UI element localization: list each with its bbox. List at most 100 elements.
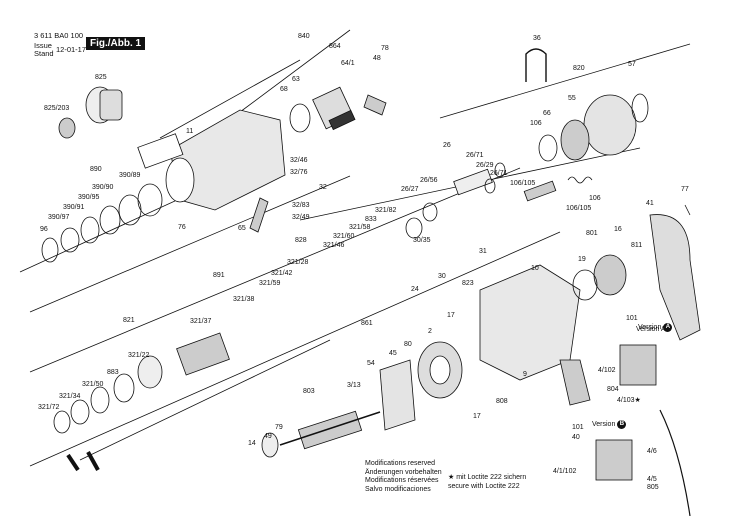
part-label: 54 [367,360,375,367]
part-label: 390/91 [63,204,85,211]
part-label: 321/46 [323,242,345,249]
part-label: 321/37 [190,318,212,325]
part-label: 32 [319,184,327,191]
part-label: 825/203 [44,105,70,112]
part-label: 390/90 [92,184,114,191]
part-label: 2 [428,328,432,335]
part-label: 32/76 [290,169,308,176]
part-label: 321/72 [38,404,60,411]
part-label: 390/97 [48,214,70,221]
part-label: 26/27 [401,186,419,193]
part-label: 833 [365,216,377,223]
part-label: 101 [572,424,584,431]
part-label: 321/22 [128,352,150,359]
part-label: 63 [292,76,300,83]
part-label: 828 [295,237,307,244]
part-label: 32/46 [290,157,308,164]
part-label: 321/82 [375,207,397,214]
part-label: 30/35 [413,237,431,244]
part-label: 36 [533,35,541,42]
part-label: 31 [479,248,487,255]
part-label: 9 [523,371,527,378]
part-label: 26/56 [420,177,438,184]
part-label: 825 [95,74,107,81]
part-label: 76 [178,224,186,231]
figure-label: Fig./Abb. 1 [86,37,146,50]
version-a-marker: Version A [638,323,673,332]
part-label: 78 [381,45,389,52]
part-label: 26 [443,142,451,149]
part-label: 106/105 [510,180,536,187]
part-label: 805 [647,484,659,491]
part-label: 891 [213,272,225,279]
spring-clip-36 [525,48,547,82]
part-label: 32/83 [292,202,310,209]
part-label: 48 [373,55,381,62]
part-label: 321/60 [333,233,355,240]
part-label: 106/105 [566,205,592,212]
part-label: 55 [568,95,576,102]
stand-label: Stand [34,49,54,58]
part-label: 106 [589,195,601,202]
loctite-note: ★ mit Loctite 222 sichern secure with Lo… [448,474,526,491]
part-label: 45 [389,350,397,357]
spring-106 [567,176,593,184]
part-label: 4/1/102 [553,468,577,475]
handle-41 [649,204,701,341]
armature-803 [261,410,381,458]
part-label: 101 [626,315,638,322]
part-label: 26/29 [476,162,494,169]
part-label: 801 [586,230,598,237]
part-label: 17 [447,312,455,319]
issue-label: Issue [34,41,52,50]
part-label: 4/103★ [617,397,641,404]
ring-set-890 [41,183,163,263]
part-label: 321/50 [82,381,104,388]
part-label: 321/34 [59,393,81,400]
part-label: 808 [496,398,508,405]
part-label: 321/59 [259,280,281,287]
part-label: 80 [404,341,412,348]
version-a-label: Version [638,324,662,331]
part-label: 66 [543,110,551,117]
part-label: 57 [628,61,636,68]
part-label: 19 [578,256,586,263]
motor-housing-10 [479,264,591,406]
version-b-badge: B [617,420,627,429]
gear-housing-11 [137,109,286,211]
part-label: 840 [298,33,310,40]
part-label: 4/102 [598,367,616,374]
part-label: 861 [361,320,373,327]
part-label: 803 [303,388,315,395]
note-line: ★ mit Loctite 222 sichern [448,474,527,481]
fan-baffle-54 [379,359,416,431]
modifications-note: Modifications reserved Änderungen vorbeh… [365,460,442,494]
gear-821 [53,332,230,434]
version-b-label: Version [592,421,616,428]
gear-assembly-820 [538,93,649,162]
part-label: 26/71 [466,152,484,159]
power-cord-805 [659,409,691,516]
note-line: secure with Loctite 222 [448,482,520,490]
part-label: 804 [607,386,619,393]
part-label: 64/1 [341,60,355,67]
doc-number: 3 611 BA0 100 [34,31,84,40]
switch-version-a [619,344,657,386]
part-label: 3/13 [347,382,361,389]
part-label: 65 [238,225,246,232]
part-label: 4/5 [647,476,657,483]
part-label: 17 [473,413,481,420]
part-label: 821 [123,317,135,324]
field-winding-2 [417,341,463,399]
part-label: 68 [280,86,288,93]
spindle-parts-840 [289,86,387,133]
part-label: 321/38 [233,296,255,303]
part-label: 49 [264,433,272,440]
note-line: Modifications réservées [365,477,439,484]
part-label: 883 [107,369,119,376]
part-label: 16 [614,226,622,233]
part-label: 40 [572,434,580,441]
switch-parts-801 [572,254,627,301]
